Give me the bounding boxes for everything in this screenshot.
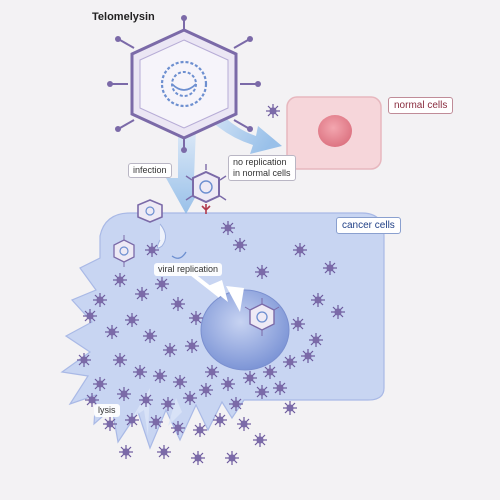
virus-particle — [76, 352, 92, 368]
virus-particle — [212, 412, 228, 428]
virus-particle — [92, 376, 108, 392]
telomelysin-virus — [107, 15, 261, 153]
normal-cell — [286, 96, 382, 170]
free-virus — [265, 103, 281, 119]
cancer-nucleus — [200, 289, 290, 371]
virus-particle — [236, 416, 252, 432]
virus-particle — [242, 370, 258, 386]
virus-particle — [310, 292, 326, 308]
virus-particle — [170, 420, 186, 436]
virus-particle — [144, 242, 160, 258]
infection-arrow — [166, 128, 206, 214]
virus-particle — [190, 450, 206, 466]
virus-particle — [272, 380, 288, 396]
virus-particle — [188, 310, 204, 326]
virus-particle — [124, 412, 140, 428]
virus-particle — [160, 396, 176, 412]
virus-particle — [184, 338, 200, 354]
virus-particle — [116, 386, 132, 402]
infection-label: infection — [128, 163, 172, 178]
virus-particle — [220, 220, 236, 236]
virus-particle — [172, 374, 188, 390]
virus-particle — [104, 324, 120, 340]
virus-particle — [308, 332, 324, 348]
no-replication-label: no replication in normal cells — [228, 155, 296, 181]
virus-particle — [156, 444, 172, 460]
virus-particle — [262, 364, 278, 380]
lysis-label: lysis — [94, 404, 120, 417]
virus-particle — [134, 286, 150, 302]
virus-particle — [228, 396, 244, 412]
virus-particle — [220, 376, 236, 392]
viral-replication-label: viral replication — [154, 263, 223, 276]
virus-particle — [198, 382, 214, 398]
virus-particle — [154, 276, 170, 292]
virus-particle — [124, 312, 140, 328]
virus-particle — [292, 242, 308, 258]
virus-particle — [82, 308, 98, 324]
virus-particle — [138, 392, 154, 408]
virus-particle — [148, 414, 164, 430]
virus-particle — [182, 390, 198, 406]
virus-particle — [282, 400, 298, 416]
virus-particle — [142, 328, 158, 344]
virus-particle — [102, 416, 118, 432]
attaching-virus — [185, 164, 227, 214]
entering-virus — [137, 199, 187, 259]
virus-particle — [152, 368, 168, 384]
virus-particle — [112, 352, 128, 368]
virus-particle — [330, 304, 346, 320]
virus-particle — [118, 444, 134, 460]
virus-particle — [204, 364, 220, 380]
virus-particle — [170, 296, 186, 312]
normal-cells-label: normal cells — [388, 97, 454, 114]
virus-particle — [322, 260, 338, 276]
virus-particle — [254, 384, 270, 400]
virus-particle — [224, 450, 240, 466]
diagram-title: Telomelysin — [92, 11, 155, 23]
replication-arrow — [190, 272, 244, 312]
virus-particle — [112, 272, 128, 288]
virus-particle — [290, 316, 306, 332]
virus-particle — [92, 292, 108, 308]
virus-particle — [132, 364, 148, 380]
virus-particle — [254, 264, 270, 280]
virus-particle — [300, 348, 316, 364]
genome-virus — [113, 235, 135, 267]
virus-particle — [252, 432, 268, 448]
virus-particle — [282, 354, 298, 370]
virus-particle — [192, 422, 208, 438]
virus-particle — [162, 342, 178, 358]
virus-particle — [232, 237, 248, 253]
cancer-cells-label: cancer cells — [336, 217, 401, 234]
genome-virus-nucleus — [244, 298, 280, 336]
